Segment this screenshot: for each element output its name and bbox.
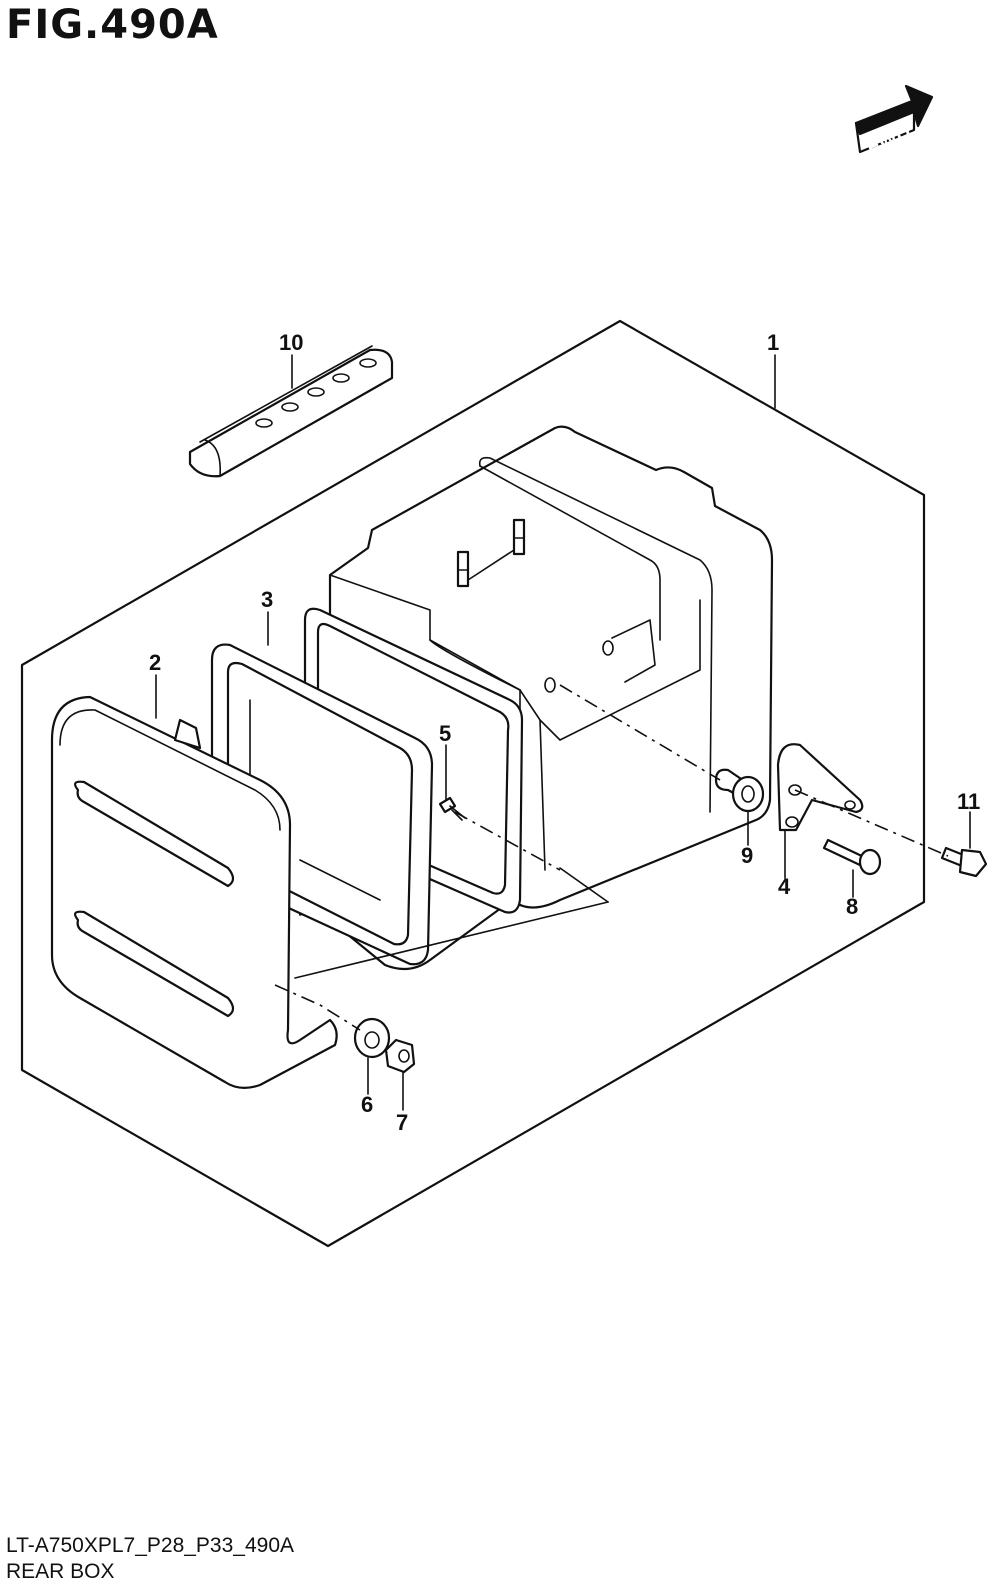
assembly-line (559, 867, 609, 903)
part-bolt-8 (822, 838, 882, 876)
assembly-line (274, 984, 361, 1031)
part-lid (50, 695, 338, 1089)
assembly-line (294, 901, 609, 979)
part-bracket (776, 743, 864, 832)
callout-4: 4 (778, 874, 791, 899)
part-strap (188, 345, 394, 478)
callout-10: 10 (279, 330, 303, 355)
callout-7: 7 (396, 1110, 408, 1135)
part-bolt-11 (940, 846, 988, 878)
callout-2: 2 (149, 650, 161, 675)
assembly-boundary (20, 319, 926, 1248)
figure-name: REAR BOX (6, 1560, 115, 1583)
part-washer (353, 1017, 391, 1059)
callout-6: 6 (361, 1092, 373, 1117)
callout-1: 1 (767, 330, 779, 355)
figure-code: LT-A750XPL7_P28_P33_490A (6, 1534, 295, 1557)
callout-9: 9 (741, 843, 753, 868)
part-grommet (714, 768, 765, 813)
callout-8: 8 (846, 894, 858, 919)
assembly-line (794, 789, 949, 857)
callout-5: 5 (439, 721, 451, 746)
figure-title: FIG.490A (6, 2, 219, 48)
fwd-arrow-icon: FWD (854, 84, 934, 159)
callout-11: 11 (957, 789, 980, 814)
assembly-line (559, 684, 721, 781)
leader-lines (155, 354, 971, 1111)
assembly-line (454, 811, 561, 871)
part-nut (384, 1038, 416, 1074)
callout-3: 3 (261, 587, 273, 612)
